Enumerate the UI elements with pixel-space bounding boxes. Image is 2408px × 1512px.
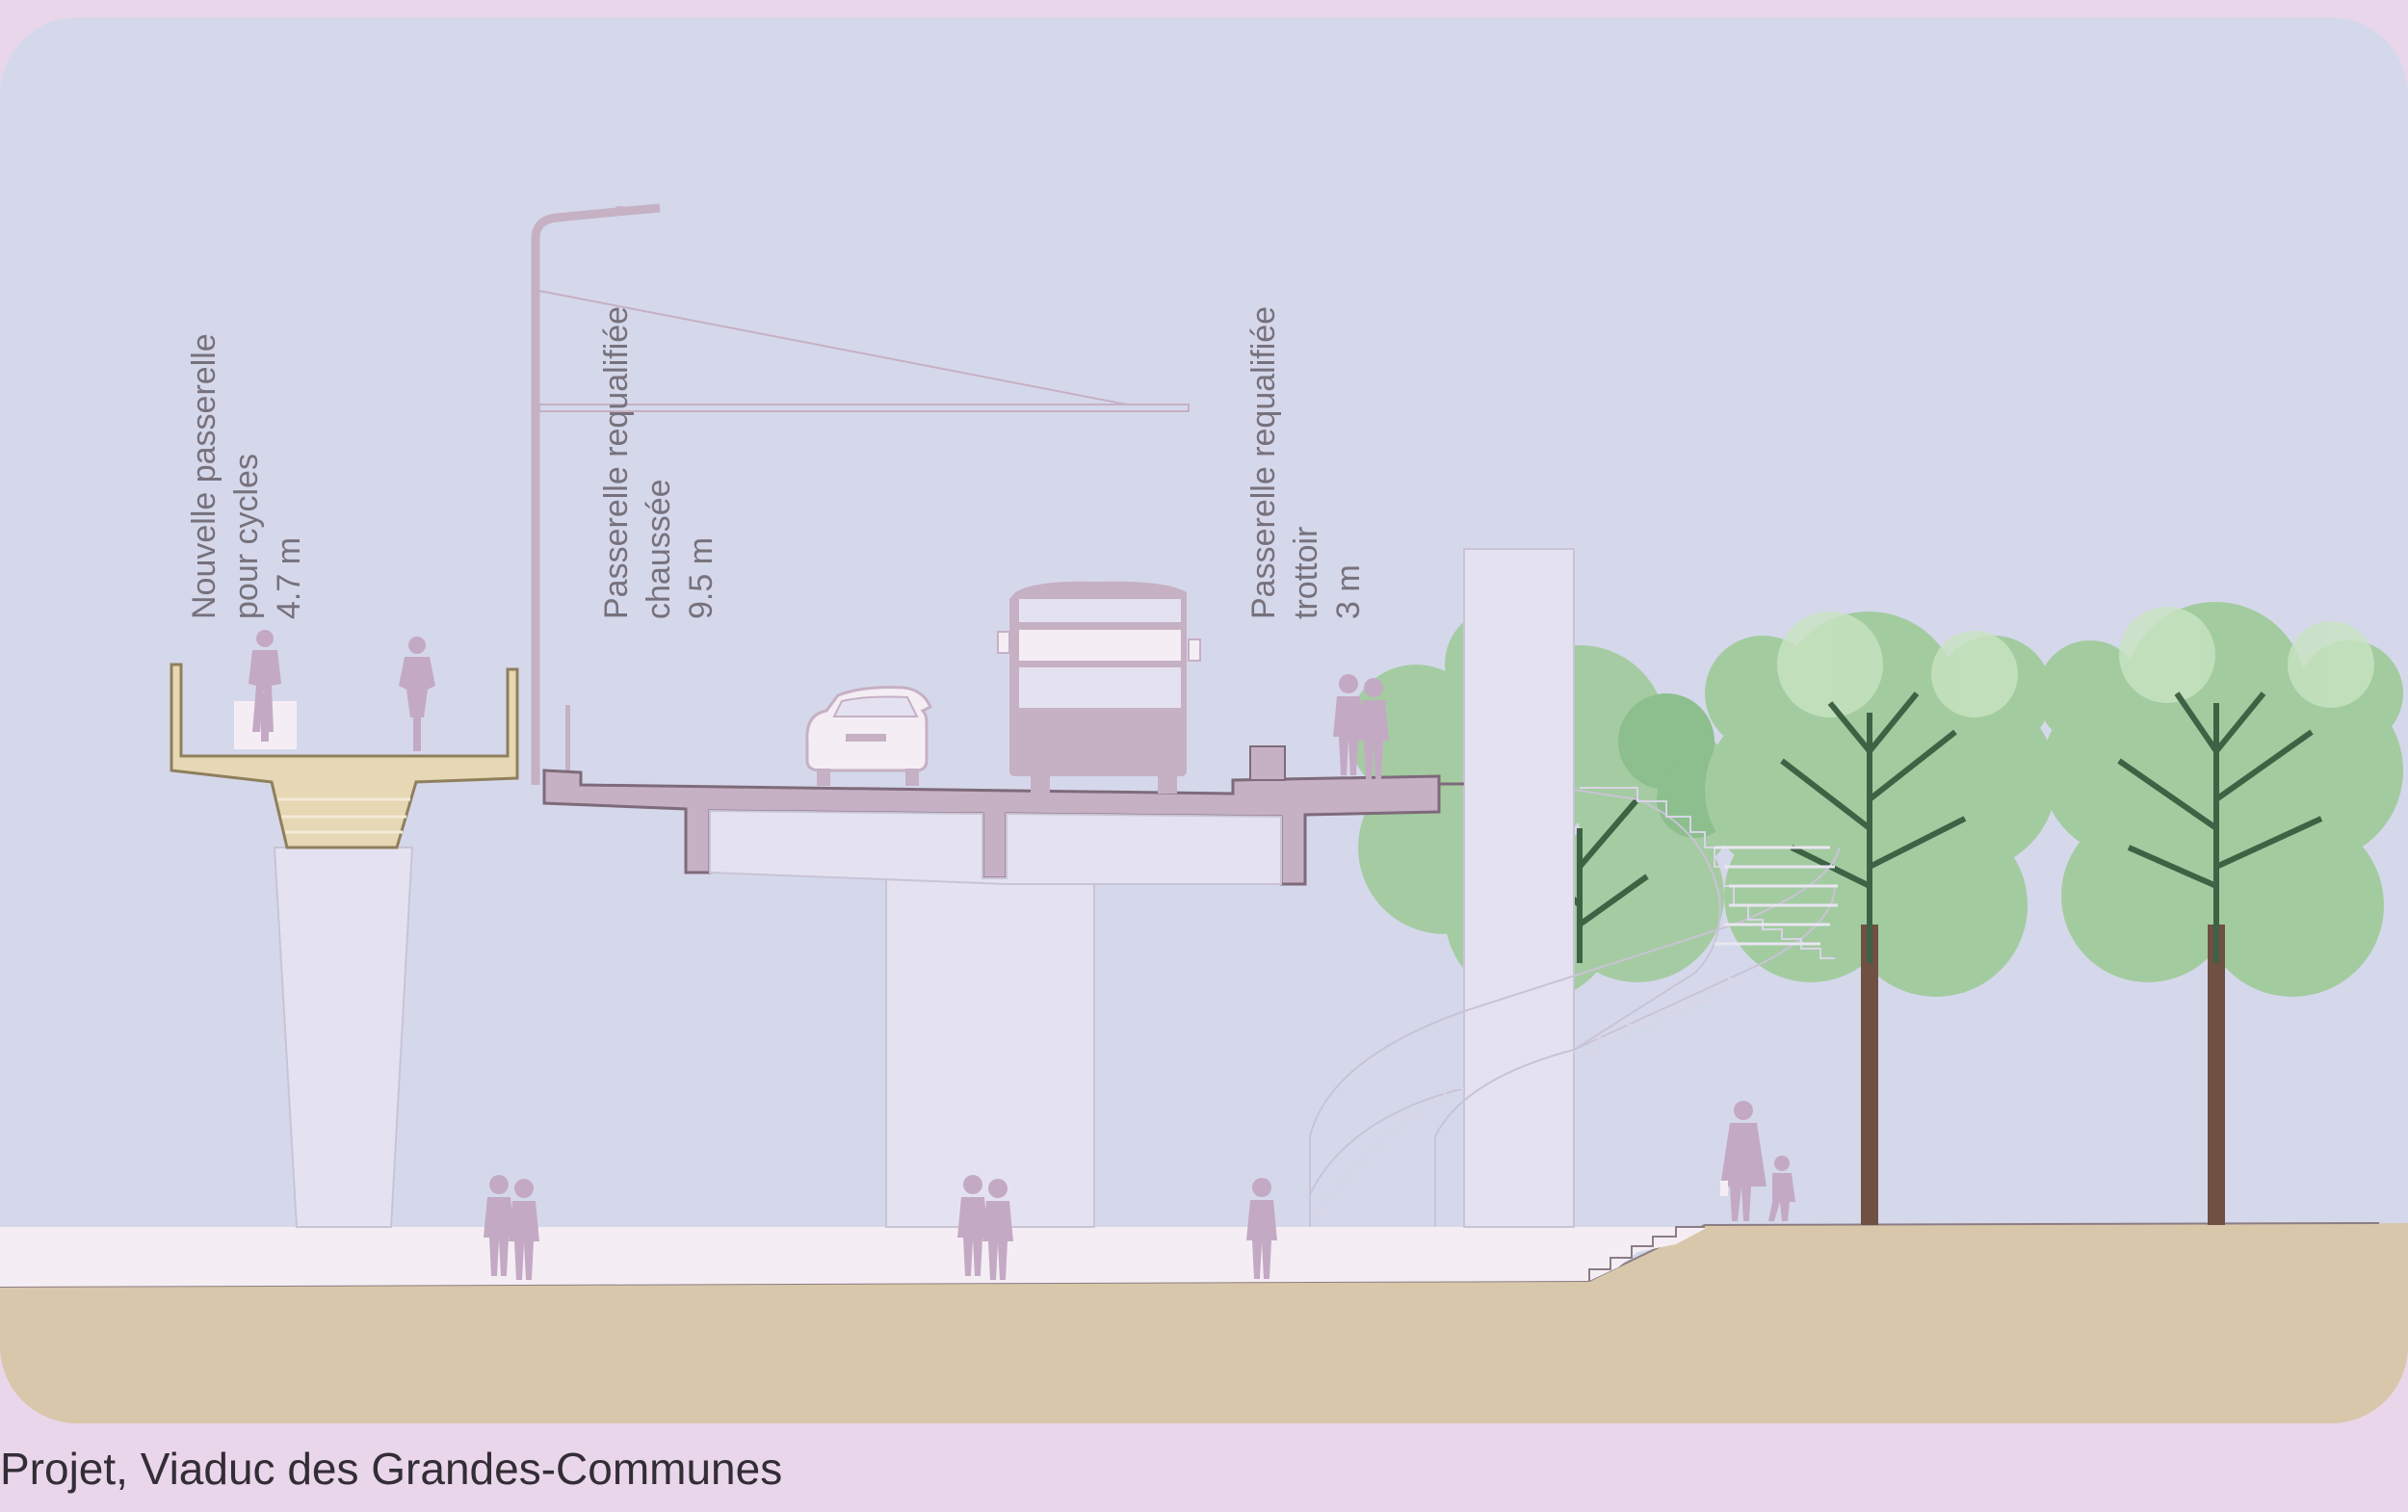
curb-block — [1249, 745, 1286, 781]
cyclist-icon — [399, 637, 435, 751]
tree-icon — [2037, 602, 2403, 1225]
label-line: Passerelle requalifiée — [1245, 305, 1282, 619]
figure-caption: Projet, Viaduc des Grandes-Communes — [0, 1444, 783, 1494]
label-sidewalk-bridge: Passerelle requalifiée trottoir 3 m — [1243, 306, 1370, 619]
road-deck-underside — [709, 809, 1282, 885]
ground — [0, 1223, 2408, 1423]
cycle-bridge-pillar — [273, 847, 414, 1228]
label-line: 9.5 m — [683, 536, 720, 619]
park-steps — [1588, 1226, 1705, 1281]
tree-icon — [1705, 612, 2056, 1225]
cycle-bridge-deck — [170, 663, 519, 849]
label-road-bridge: Passerelle requalifiée chaussée 9.5 m — [595, 306, 722, 619]
label-line: pour cycles — [228, 454, 265, 619]
street-lamp-icon — [531, 203, 1190, 785]
label-line: Nouvelle passerelle — [186, 333, 222, 619]
label-line: trottoir — [1288, 526, 1324, 619]
car-icon — [805, 686, 932, 786]
sidewalk — [0, 1227, 1705, 1287]
label-line: chaussée — [641, 479, 677, 619]
bus-icon — [997, 581, 1201, 794]
cyclist-icon — [234, 630, 297, 749]
road-bridge-pillar — [885, 875, 1095, 1228]
label-line: 3 m — [1330, 564, 1367, 619]
spiral-staircase-icon — [1309, 787, 1841, 1227]
pedestrian-icon — [1720, 1101, 1795, 1221]
elevator-tower — [1463, 548, 1575, 1228]
label-line: 4.7 m — [271, 536, 307, 619]
label-line: Passerelle requalifiée — [598, 305, 635, 619]
label-cycle-bridge: Nouvelle passerelle pour cycles 4.7 m — [183, 333, 310, 619]
